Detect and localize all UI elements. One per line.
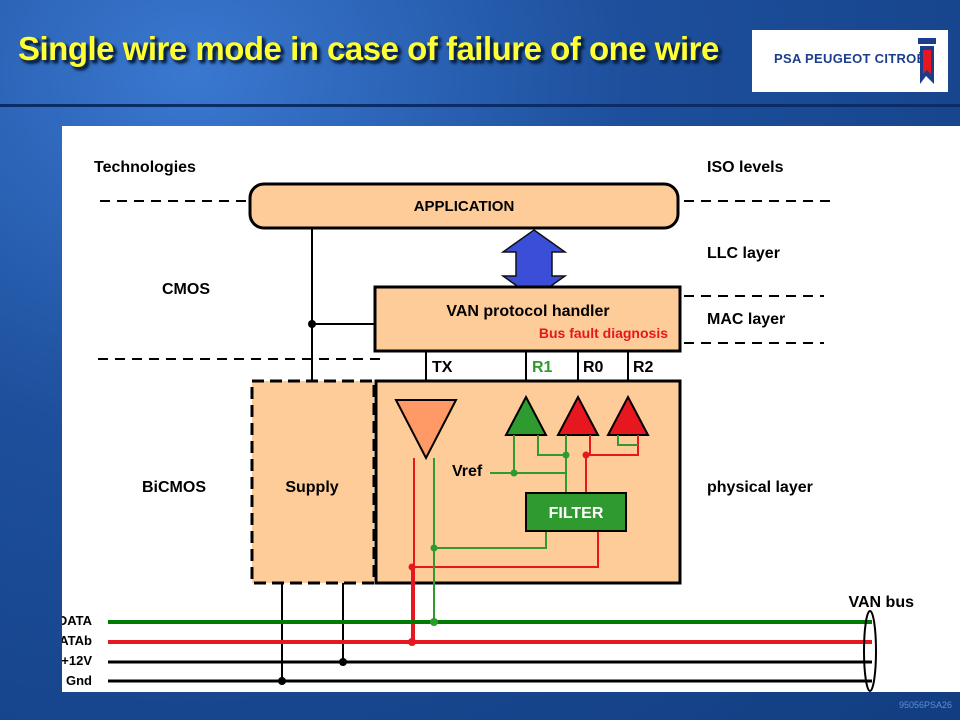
- bus-label-data: DATA: [62, 613, 93, 628]
- junction-dot: [408, 563, 416, 571]
- junction-dot: [510, 469, 518, 477]
- protocol-handler-box: [373, 285, 682, 353]
- protocol-handler-label: VAN protocol handler: [446, 303, 609, 320]
- application-box: [248, 182, 680, 230]
- supply-label: Supply: [285, 479, 338, 496]
- label-technologies: Technologies: [94, 159, 196, 176]
- junction-dot: [308, 320, 316, 328]
- label-cmos: CMOS: [162, 281, 210, 298]
- title-rule: [0, 104, 960, 107]
- vref-label: Vref: [452, 463, 483, 480]
- van-bus-label: VAN bus: [849, 594, 915, 611]
- footer-code: 95056PSA26: [898, 700, 952, 710]
- junction-dot: [339, 658, 347, 666]
- junction-dot: [582, 451, 590, 459]
- bus-label-12v: +12V: [62, 653, 92, 668]
- diagram-panel: Technologies CMOS BiCMOS ISO levels LLC …: [50, 126, 960, 692]
- label-physical-layer: physical layer: [707, 479, 813, 496]
- junction-dot: [430, 544, 438, 552]
- label-iso-levels: ISO levels: [707, 159, 784, 176]
- psa-logo: PSA PEUGEOT CITROËN: [752, 30, 948, 92]
- r2-receiver-icon: [606, 394, 650, 436]
- pin-r0: R0: [583, 359, 604, 376]
- label-llc-layer: LLC layer: [707, 245, 780, 262]
- filter-label: FILTER: [549, 505, 604, 522]
- pin-ticks: [425, 351, 629, 380]
- bus-label-datab: DATAb: [62, 633, 92, 648]
- application-label: APPLICATION: [414, 198, 515, 215]
- diagram-svg: Technologies CMOS BiCMOS ISO levels LLC …: [50, 159, 915, 692]
- label-bicmos: BiCMOS: [142, 479, 206, 496]
- bus-label-gnd: Gnd: [66, 673, 92, 688]
- supply-box: [250, 379, 376, 585]
- r0-receiver-icon: [556, 394, 600, 436]
- filter-box: [525, 492, 627, 532]
- pin-r1: R1: [532, 359, 553, 376]
- pin-tx: TX: [432, 359, 453, 376]
- logo-text: PSA PEUGEOT CITROËN: [774, 51, 936, 66]
- tx-driver-icon: [394, 399, 458, 461]
- level-separators: [98, 200, 834, 360]
- label-mac-layer: MAC layer: [707, 311, 785, 328]
- slide-title: Single wire mode in case of failure of o…: [18, 30, 719, 67]
- junction-dot: [408, 638, 416, 646]
- junction-dot: [278, 677, 286, 685]
- pin-r2: R2: [633, 359, 654, 376]
- internal-wiring: [411, 435, 639, 642]
- r1-receiver-icon: [504, 394, 548, 436]
- logo-flag-icon: [918, 38, 936, 84]
- bus-cable-end: [863, 610, 877, 692]
- junction-dot: [562, 451, 570, 459]
- junction-dot: [430, 618, 438, 626]
- bus-fault-label: Bus fault diagnosis: [539, 325, 668, 341]
